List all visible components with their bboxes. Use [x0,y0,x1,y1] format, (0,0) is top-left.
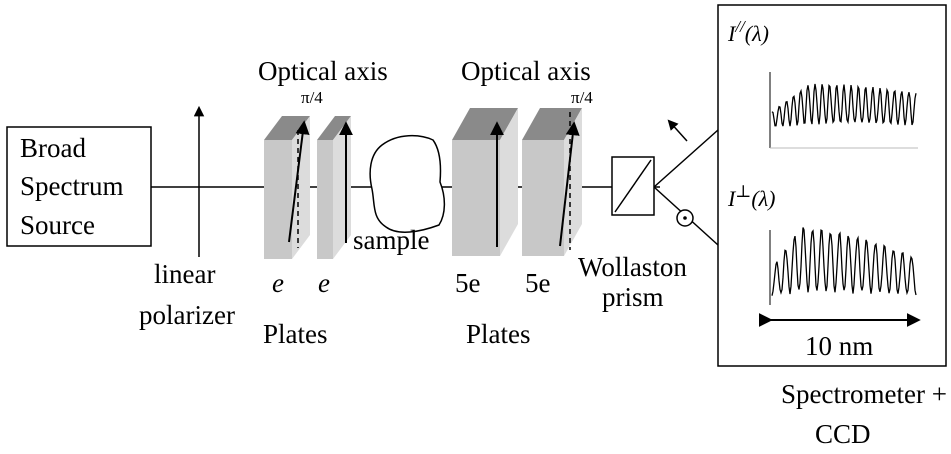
spectrometer-label-line2: CCD [815,419,871,449]
right-optical-axis-label: Optical axis [461,56,591,86]
plate-e-1 [264,116,310,259]
wollaston-prism: Wollaston prism [578,156,687,312]
left-angle-label: π/4 [301,88,323,107]
spectrometer-label-line1: Spectrometer + [781,379,947,409]
left-plate-label-2: e [318,268,330,298]
linear-polarizer: linear polarizer [139,105,235,330]
polarizer-label-line1: linear [154,259,215,289]
plate-e-2 [317,116,353,259]
polarizer-label-line2: polarizer [139,300,235,330]
left-optical-axis-label: Optical axis [258,56,388,86]
output-beams [653,119,719,246]
parallel-spectrum-label: I//(λ) [727,17,769,46]
scale-bar-label: 10 nm [805,331,873,361]
sample: sample [353,135,446,255]
perpendicular-spectrum-trace [771,227,917,296]
left-plates-group-label: Plates [263,319,328,349]
left-plate-label-1: e [272,268,284,298]
right-plates-group-label: Plates [466,319,531,349]
source-label-line2: Spectrum [20,171,123,201]
plate-5e-1 [452,108,518,256]
prism-label-line1: Wollaston [578,252,687,282]
spectrometer-panel: I//(λ) I⊥(λ) 10 nm [717,4,947,367]
plate-5e-2 [522,108,582,256]
right-plate-label-1: 5e [455,268,481,298]
parallel-spectrum-trace [771,83,917,127]
source-label-line1: Broad [20,133,86,163]
prism-label-line2: prism [602,282,664,312]
right-angle-label: π/4 [571,88,593,107]
sample-label: sample [353,225,429,255]
broad-spectrum-source: Broad Spectrum Source [6,126,152,247]
source-label-line3: Source [20,210,95,240]
right-plate-label-2: 5e [525,268,551,298]
perpendicular-spectrum-label: I⊥(λ) [727,182,776,211]
